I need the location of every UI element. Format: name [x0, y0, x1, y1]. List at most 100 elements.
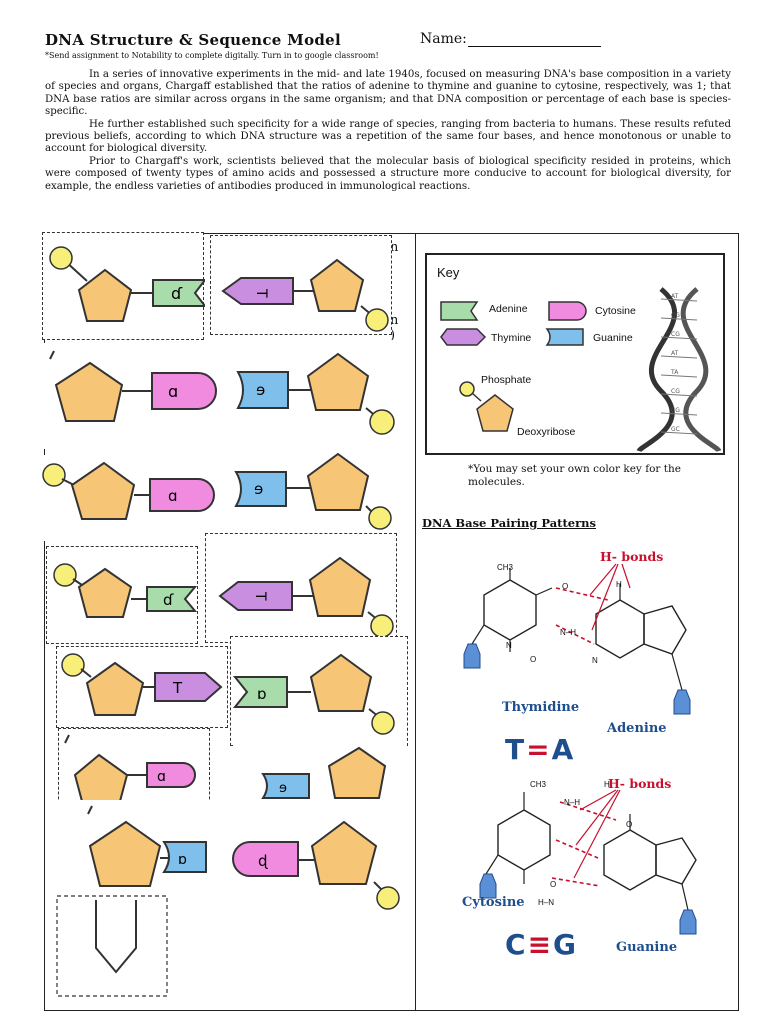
piece-label: ɑ [168, 487, 178, 505]
piece-label: ɑ [168, 382, 178, 401]
helix-pair-label: CG [671, 331, 680, 338]
atom-h: H [616, 580, 622, 589]
obscured-text-2: n [390, 313, 399, 328]
thymine-shape [440, 328, 487, 346]
name-field[interactable] [468, 46, 601, 47]
intro-paragraph-2: He further established such specificity … [45, 118, 731, 155]
nucleotide-piece-thymine[interactable]: T [56, 646, 228, 728]
nucleotide-piece-guanine[interactable]: ɒ [56, 800, 232, 1000]
atom-h: H [604, 780, 610, 789]
ta-left: T [505, 733, 527, 766]
piece-label: ɒ [178, 852, 187, 868]
nucleotide-piece-guanine[interactable]: ɘ [232, 448, 402, 532]
piece-label: ɘ [256, 381, 265, 399]
key-cytosine-label: Cytosine [595, 305, 636, 317]
atom-o: O [550, 880, 557, 889]
thymidine-label: Thymidine [502, 700, 580, 715]
helix-rung [660, 336, 698, 340]
cg-pair-formula: C≡G [505, 928, 578, 961]
nucleotide-piece-adenine[interactable]: ɒ [230, 636, 408, 746]
key-adenine-label: Adenine [489, 303, 528, 315]
piece-label: ɒ [257, 685, 267, 703]
cytosine-ring [497, 809, 551, 871]
adenine-label: Adenine [607, 721, 667, 736]
helix-rung [660, 298, 698, 302]
sugar-icon [673, 689, 691, 715]
nucleotide-piece-adenine[interactable]: ɗ [46, 546, 198, 644]
atom-o: O [562, 582, 569, 591]
hbonds-label: H- bonds [600, 549, 664, 564]
helix-rung [660, 355, 698, 359]
atom-n: N [592, 656, 598, 665]
helix-rung [660, 374, 698, 378]
ta-right: A [551, 733, 576, 766]
nucleotide-piece-thymine[interactable]: T [205, 533, 397, 643]
key-thymine-label: Thymine [491, 332, 532, 344]
adenine-shape [440, 301, 479, 321]
atom-hn: H–N [538, 898, 555, 907]
worksheet-frame [44, 233, 739, 1011]
guanine-label: Guanine [616, 940, 678, 955]
piece-label: T [253, 288, 269, 298]
helix-rung [660, 393, 698, 397]
sugar-icon [679, 909, 697, 935]
nucleotide-piece-adenine[interactable]: ɗ [42, 232, 205, 340]
helix-rung [660, 317, 698, 321]
hbonds-label: H- bonds [608, 776, 672, 791]
intro-paragraph-3: Prior to Chargaff's work, scientists bel… [45, 155, 731, 192]
thymidine-ring [483, 579, 537, 641]
helix-pair-label: CG [671, 407, 680, 414]
piece-label: T [172, 679, 183, 697]
adenine-ring [595, 599, 645, 659]
nucleotide-piece-guanine[interactable]: ɘ [235, 742, 407, 812]
deoxyribose-shape [476, 394, 514, 432]
nucleotide-piece-cytosine[interactable]: ɖ [232, 806, 410, 926]
piece-label: T [252, 591, 268, 601]
piece-label: ɗ [163, 591, 174, 609]
column-divider [415, 233, 416, 1011]
key-guanine-label: Guanine [593, 332, 633, 344]
key-phosphate-label: Phosphate [481, 374, 532, 386]
atom-nh: N–H [564, 798, 581, 807]
piece-label: ɘ [254, 480, 263, 498]
page-title: DNA Structure & Sequence Model [45, 31, 342, 49]
key-title: Key [437, 265, 460, 280]
atom-nh: N–H [560, 628, 577, 637]
atom-ch3: CH3 [530, 780, 547, 789]
atom-ch3: CH3 [497, 563, 514, 572]
nucleotide-piece-cytosine[interactable]: ɑ [40, 343, 230, 449]
nucleotide-piece-guanine[interactable]: ɘ [232, 340, 402, 450]
pairing-title: DNA Base Pairing Patterns [422, 516, 596, 530]
helix-pair-label: CG [671, 312, 680, 319]
piece-label: ɖ [258, 852, 268, 870]
key-deoxyribose-label: Deoxyribose [517, 426, 576, 438]
cg-bond: ≡ [527, 928, 554, 961]
helix-pair-label: GC [671, 426, 680, 433]
phosphate-shape [459, 381, 475, 397]
base-pairing-diagram [463, 563, 697, 935]
intro-text: In a series of innovative experiments in… [45, 69, 731, 193]
intro-paragraph-1: In a series of innovative experiments in… [45, 69, 731, 118]
nucleotide-piece-cytosine[interactable]: ɑ [40, 455, 230, 541]
piece-label: ɘ [279, 781, 287, 796]
helix-pair-label: AT [671, 293, 679, 300]
ta-bond: = [526, 733, 552, 766]
key-note: *You may set your own color key for the … [468, 463, 681, 488]
guanine-ring [603, 829, 657, 891]
piece-label: ɗ [171, 284, 183, 303]
ta-pair-formula: T=A [505, 733, 575, 766]
sugar-icon [479, 873, 497, 899]
cg-right: G [553, 928, 579, 961]
obscured-text-1: n [390, 240, 399, 255]
obscured-text-3: ) [390, 328, 396, 343]
nucleotide-piece-thymine[interactable]: T [210, 235, 392, 335]
atom-o: O [626, 820, 633, 829]
helix-pair-label: TA [670, 369, 679, 376]
cytosine-shape [548, 301, 587, 321]
helix-pair-label: AT [671, 350, 679, 357]
helix-rung [660, 431, 698, 435]
instruction-text: *Send assignment to Notability to comple… [45, 51, 379, 60]
